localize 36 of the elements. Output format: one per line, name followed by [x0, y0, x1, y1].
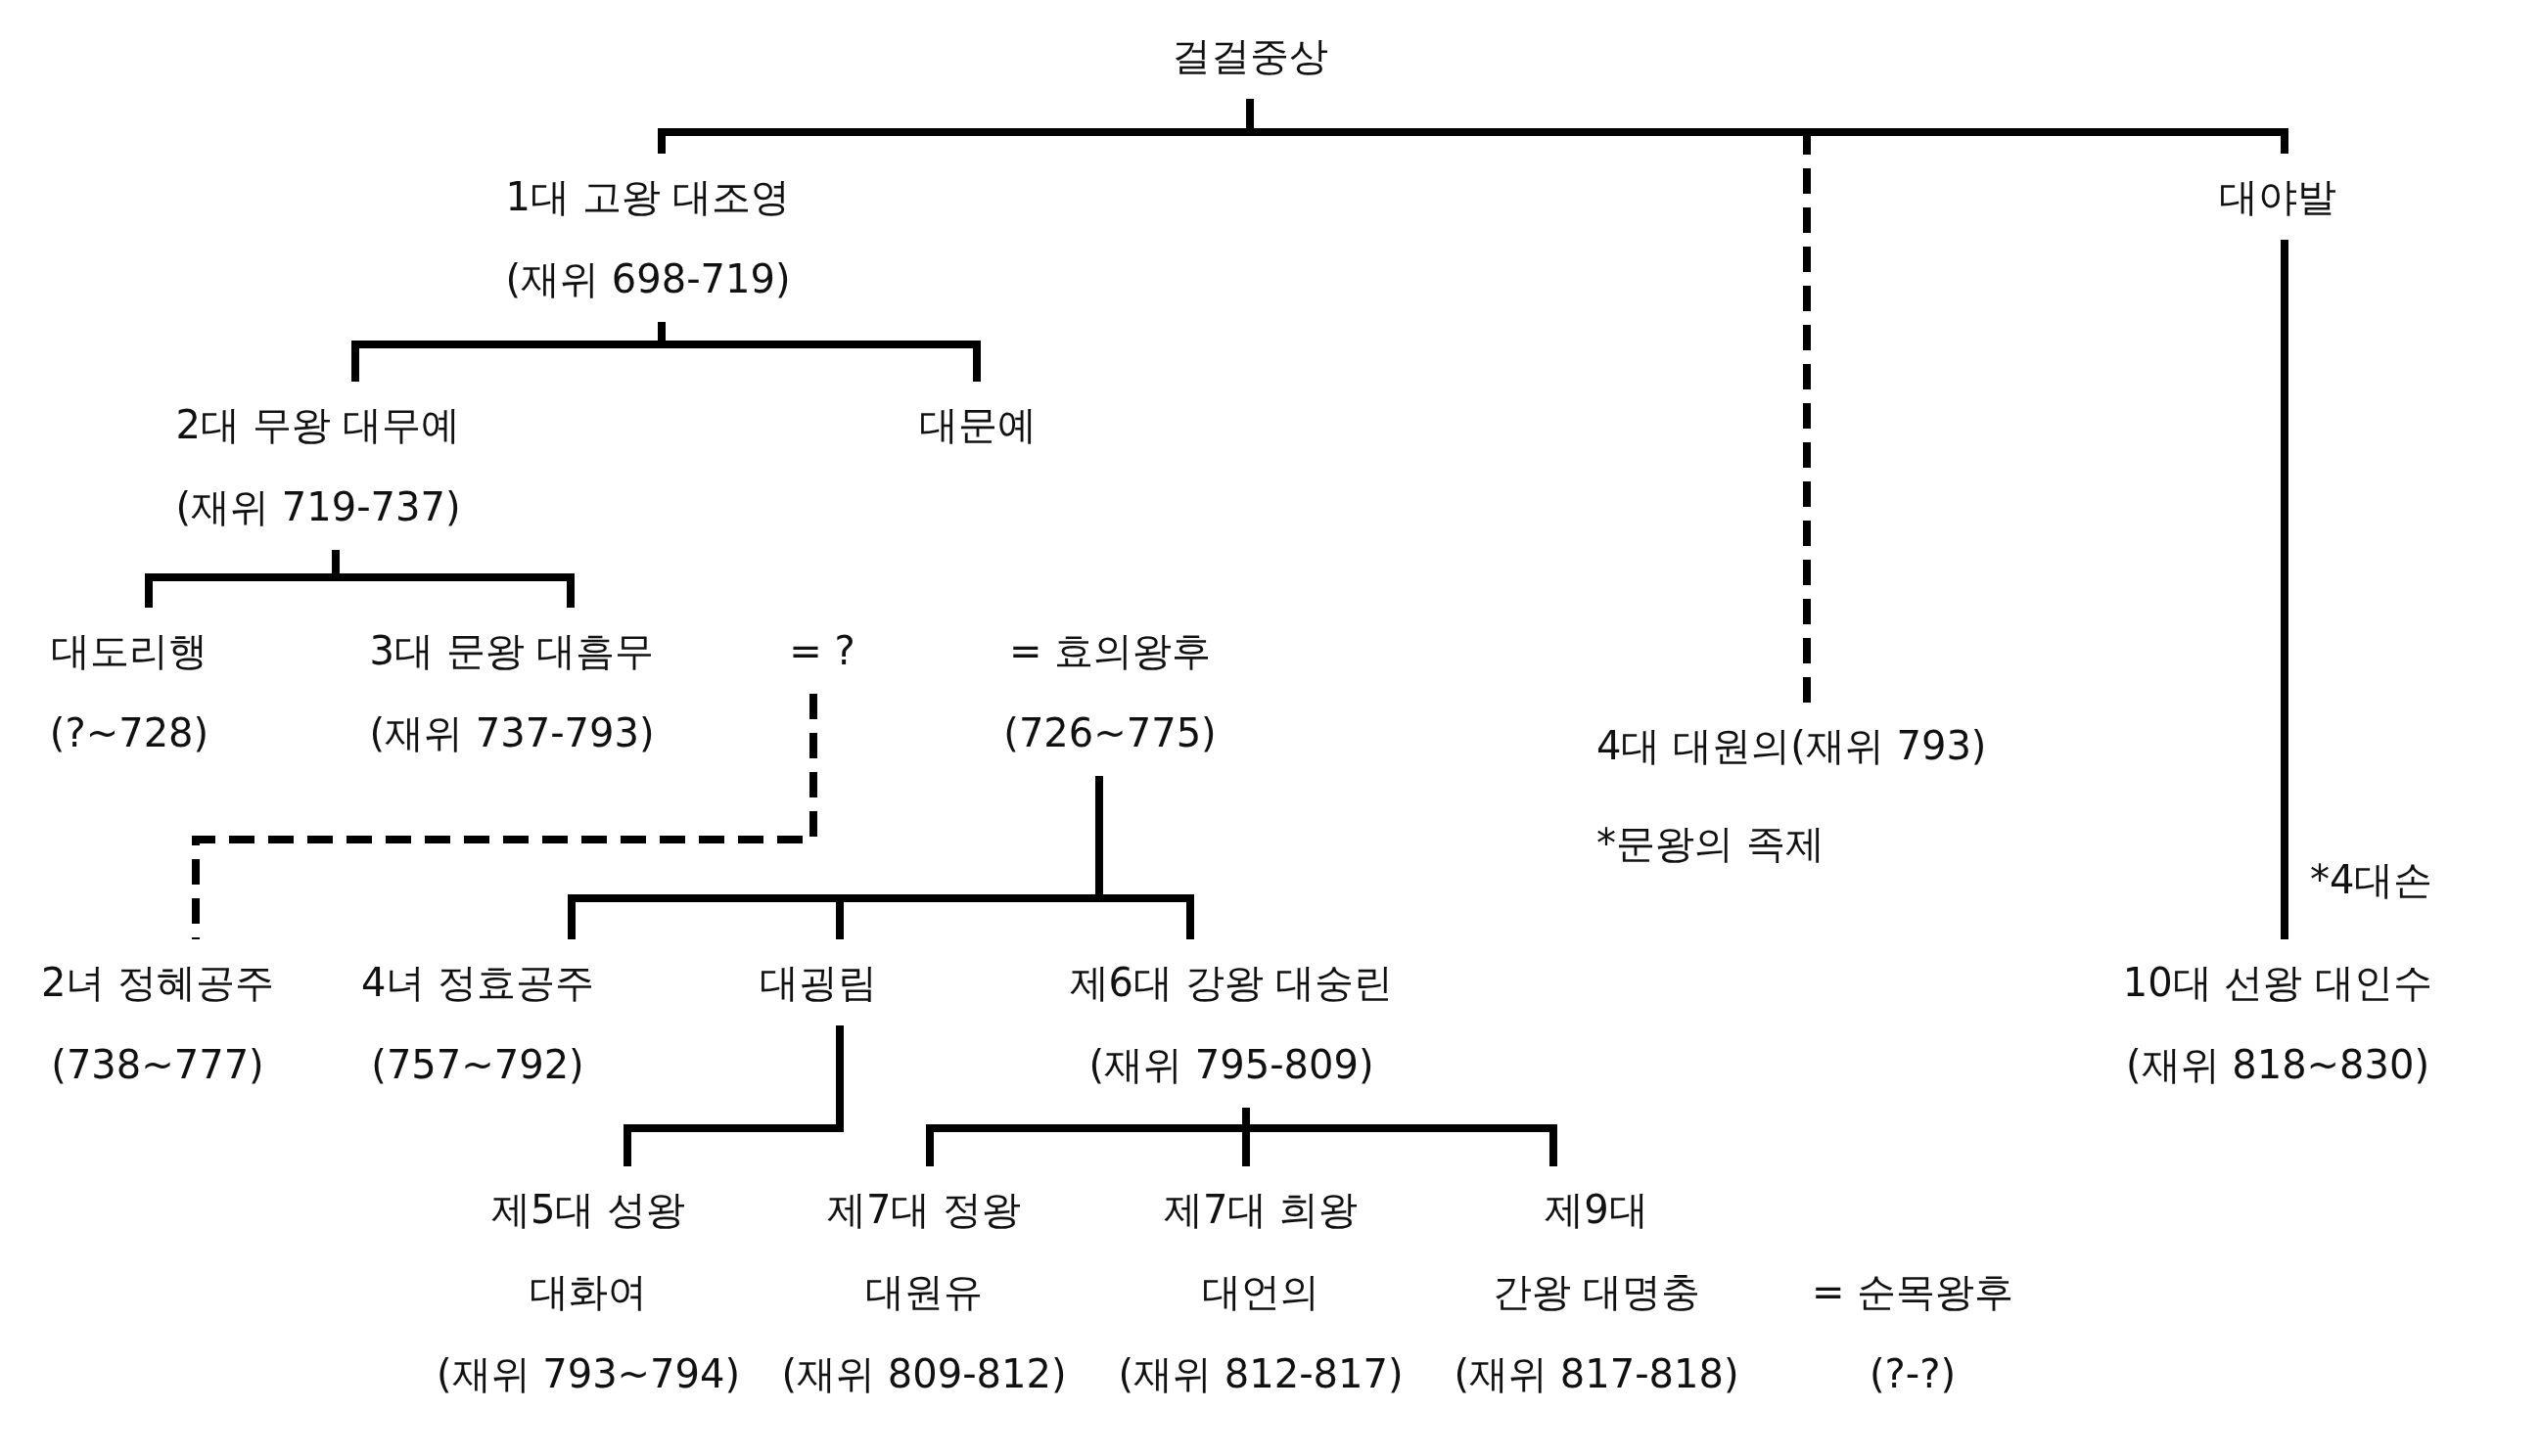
princess-name: 2녀 정혜공주	[40, 959, 275, 1007]
king-name: 10대 선왕 대인수	[2122, 959, 2433, 1007]
person-name: 대도리행	[50, 627, 208, 675]
spouse-name: = 순목왕후	[1811, 1268, 2014, 1316]
king-title: 제9대	[1544, 1186, 1649, 1234]
king-name: 3대 문왕 대흠무	[369, 627, 655, 675]
reign-years: (재위 698-719)	[505, 255, 791, 303]
reign-years: (재위 795-809)	[1087, 1041, 1375, 1089]
reign-years: (재위 817-818)	[1454, 1350, 1739, 1398]
king-name: 2대 무왕 대무예	[175, 401, 461, 449]
note-text: *문왕의 족제	[1596, 820, 1825, 868]
person-name: 대야발	[2219, 156, 2336, 238]
reign-years: (재위 737-793)	[369, 709, 655, 757]
reign-years: (재위 812-817)	[1118, 1350, 1404, 1398]
reign-years: (재위 719-737)	[175, 483, 461, 531]
king-name: 제5대 성왕 대화여	[489, 1186, 687, 1316]
life-years: (?-?)	[1868, 1350, 1958, 1398]
reign-years: (재위 809-812)	[781, 1350, 1067, 1398]
king-name: 간왕 대명충	[1491, 1268, 1702, 1316]
life-years: (757~792)	[370, 1041, 585, 1089]
spouse-name: = ?	[789, 610, 855, 692]
person-name: 대굉림	[760, 941, 877, 1024]
life-years: (?~728)	[49, 709, 209, 757]
princess-name: 4녀 정효공주	[360, 959, 595, 1007]
life-years: (726~775)	[1003, 709, 1217, 757]
king-name: 제7대 희왕 대언의	[1162, 1186, 1360, 1316]
king-name: 1대 고왕 대조영	[505, 173, 791, 221]
reign-years: (재위 793~794)	[436, 1350, 741, 1398]
king-name: 4대 대원의(재위 793)	[1596, 722, 1987, 770]
ancestor-name: 걸걸중상	[1172, 15, 1328, 97]
king-name: 제7대 정왕 대원유	[825, 1186, 1023, 1316]
spouse-name: = 효의왕후	[1007, 627, 1213, 675]
reign-years: (재위 818~830)	[2124, 1041, 2431, 1089]
person-name: 대문예	[919, 384, 1037, 466]
life-years: (738~777)	[50, 1041, 265, 1089]
king-name: 제6대 강왕 대숭린	[1069, 959, 1394, 1007]
